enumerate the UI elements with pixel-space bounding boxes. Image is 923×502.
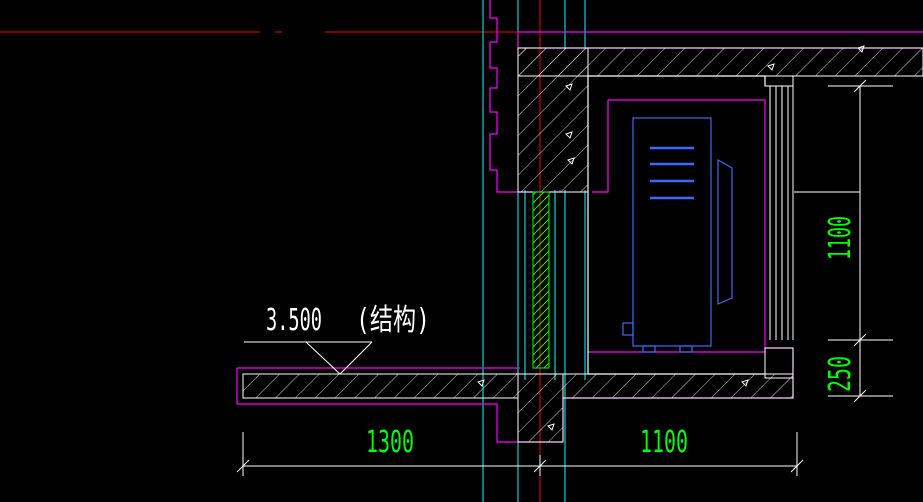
hatch-triangle-marks [477, 45, 865, 431]
louver-grille-icon [769, 86, 794, 340]
concrete-left-slab [242, 347, 794, 443]
dimension-1100-horizontal: 1100 [640, 425, 688, 460]
elevation-value: 3.500 [266, 303, 322, 338]
dimension-250: 250 [823, 356, 858, 392]
horizontal-dimension-line [236, 432, 804, 476]
dimension-1300: 1300 [366, 425, 414, 460]
elevation-note: (结构) [356, 303, 430, 338]
room-boundary [587, 75, 766, 375]
equipment-cabinet-icon [622, 117, 733, 353]
dimension-250-group: 250 [823, 356, 858, 392]
cyan-grid-lines [482, 0, 586, 502]
green-hatch-wall [532, 191, 550, 369]
dimension-1100-vertical: 1100 [823, 216, 858, 260]
vertical-dimension-line [794, 79, 893, 403]
concrete-top-slab [517, 47, 923, 193]
elevation-triangle-icon [244, 341, 373, 375]
dimension-1100-vertical-group: 1100 [823, 216, 858, 260]
